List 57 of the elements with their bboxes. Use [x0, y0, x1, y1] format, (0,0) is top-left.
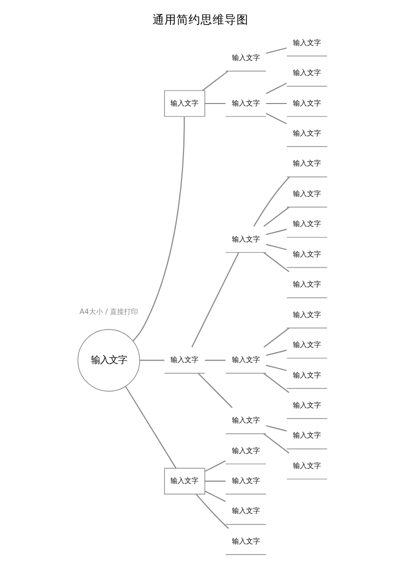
- node-text: 输入文字: [292, 460, 320, 470]
- connector: [139, 360, 164, 361]
- connector: [202, 70, 228, 91]
- node-circle: 输入文字: [77, 329, 140, 392]
- node-text: 输入文字: [292, 98, 320, 108]
- connector: [265, 425, 286, 432]
- node-text: 输入文字: [292, 370, 320, 380]
- connector: [204, 480, 225, 482]
- connector: [265, 112, 286, 124]
- node-text: 输入文字: [231, 446, 260, 455]
- node-box: 输入文字: [164, 90, 205, 117]
- node-text: 输入文字: [292, 158, 320, 168]
- connector: [204, 490, 226, 502]
- node-text: 输入文字: [231, 98, 260, 108]
- connector: [263, 433, 289, 454]
- node-text: 输入文字: [292, 128, 320, 138]
- connector: [204, 360, 225, 361]
- connector: [263, 252, 289, 272]
- connector: [204, 460, 226, 472]
- node-text: 输入文字: [231, 52, 260, 62]
- connector: [265, 228, 286, 236]
- node-text: 输入文字: [231, 416, 260, 425]
- connector: [263, 206, 289, 227]
- connector: [265, 82, 286, 94]
- node-box: 输入文字: [164, 468, 205, 495]
- node-text: 输入文字: [292, 249, 320, 258]
- connector: [197, 373, 232, 408]
- node-text: 输入文字: [292, 68, 320, 78]
- node-text: 输入文字: [292, 280, 320, 289]
- connector: [266, 102, 286, 104]
- node-text: 输入文字: [231, 476, 260, 486]
- node-text: 输入文字: [292, 340, 320, 350]
- node-text: 输入文字: [292, 430, 320, 440]
- node-text: 输入文字: [231, 355, 260, 364]
- node-text: 输入文字: [292, 38, 320, 47]
- connector: [263, 328, 289, 348]
- connector: [204, 102, 225, 104]
- node-text: 输入文字: [231, 536, 260, 546]
- node-text: 输入文字: [292, 219, 320, 228]
- node-text: 输入文字: [170, 355, 198, 364]
- connector: [265, 364, 286, 372]
- diagram-title: 通用简约思维导图: [152, 12, 248, 26]
- connector: [265, 350, 286, 356]
- node-text: 输入文字: [231, 234, 260, 244]
- connector: [124, 386, 176, 468]
- node-text: 输入文字: [292, 310, 320, 319]
- connector: [195, 494, 228, 529]
- connector: [132, 116, 184, 342]
- node-text: 输入文字: [292, 188, 320, 198]
- label: A4大小 / 直接打印: [79, 306, 138, 316]
- connector: [263, 373, 289, 394]
- connector: [190, 252, 239, 348]
- node-text: 输入文字: [231, 506, 260, 516]
- node-text: 输入文字: [292, 400, 320, 410]
- connector: [265, 48, 286, 54]
- connector: [265, 244, 286, 250]
- connector: [252, 176, 290, 227]
